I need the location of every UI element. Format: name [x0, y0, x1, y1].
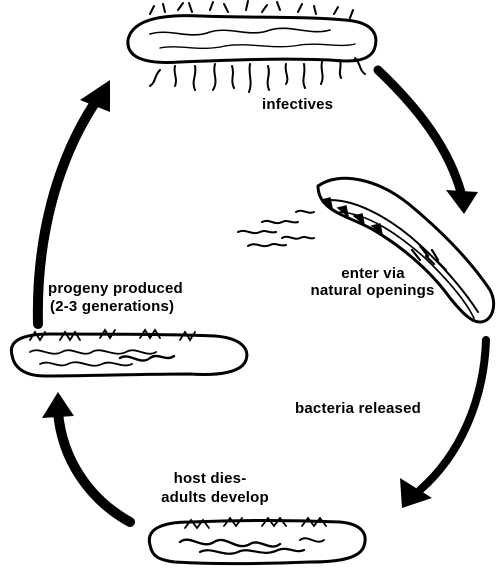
- cadaver-with-progeny: [11, 330, 246, 376]
- label-adults-develop: adults develop: [140, 489, 290, 506]
- arrow-bottom-left: [42, 392, 130, 522]
- label-bacteria-released: bacteria released: [295, 400, 421, 417]
- label-host-dies: host dies-: [140, 470, 280, 487]
- label-infectives: infectives: [262, 96, 333, 113]
- label-progeny-produced: progeny produced: [48, 280, 183, 297]
- label-natural-openings: natural openings: [285, 282, 460, 299]
- label-enter-via: enter via: [298, 265, 448, 282]
- top-cadaver-with-infectives: [128, 1, 376, 92]
- arrow-right-bottom: [400, 340, 486, 508]
- label-generations: (2-3 generations): [50, 298, 174, 315]
- dead-host-with-adults: [149, 518, 365, 564]
